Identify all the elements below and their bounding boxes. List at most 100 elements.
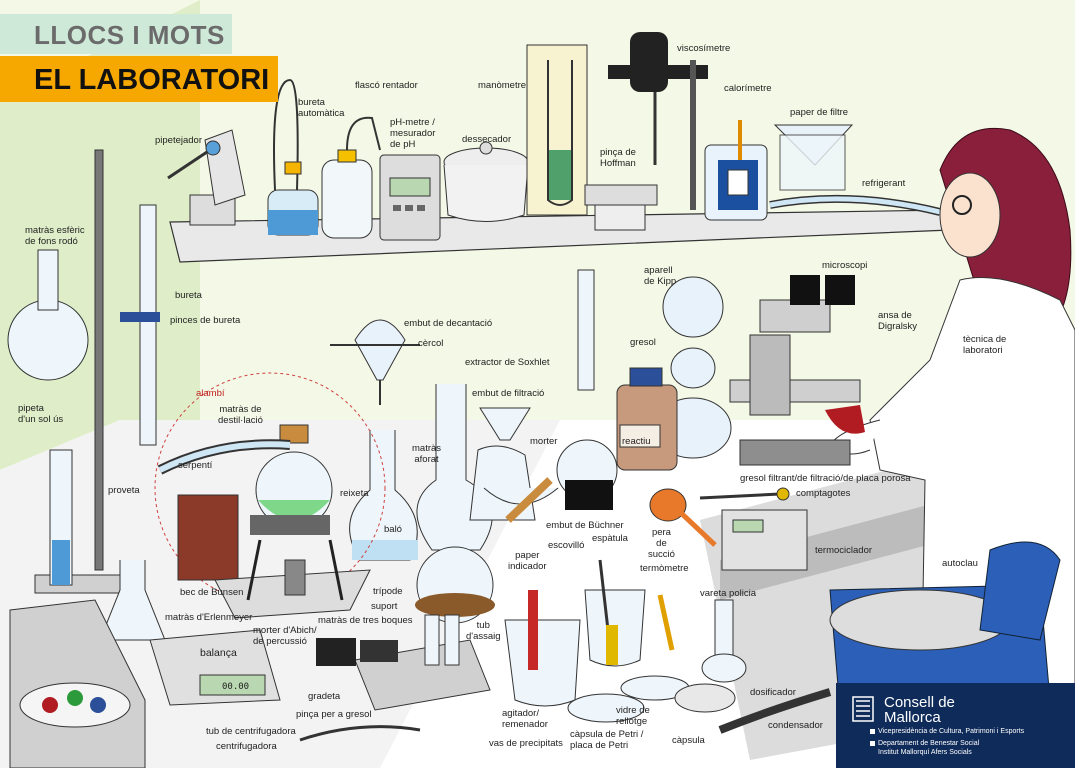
header-subtitle: LLOCS I MOTS [34, 20, 225, 50]
label-condensador: condensador [768, 720, 823, 731]
label-embut-buchner: embut de Büchner [546, 520, 624, 531]
microscopi-item [729, 275, 865, 466]
balo-item [349, 430, 418, 561]
dosificador-item [701, 599, 747, 683]
label-matras-tres-boques: matràs de tres boques [318, 615, 413, 626]
label-termociclador: termociclador [815, 545, 873, 556]
label-espatula: espàtula [592, 533, 628, 544]
label-embut-filtracio: embut de filtració [472, 388, 545, 399]
label-matras-erlenmeyer: matràs d'Erlenmeyer [165, 612, 253, 623]
refrigerant-item [769, 194, 941, 216]
label-pera-succio: pera de succió [648, 527, 675, 560]
extractor-soxhlet-item [556, 269, 618, 510]
label-paper-filtre: paper de filtre [790, 107, 849, 118]
header-subtitle-box: LLOCS I MOTS [0, 14, 232, 54]
balance-display: 00.00 [222, 682, 250, 692]
label-pipetejador: pipetejador [155, 135, 203, 146]
label-aparell-kipp: aparell de Kipp [644, 265, 677, 287]
flasco-rentador-item [321, 116, 381, 239]
label-pinca-hoffman: pinça de Hoffman [600, 147, 636, 169]
consell-logo: Consell de Mallorca Vicepresidència de C… [836, 683, 1075, 768]
calorimetre-item [704, 120, 768, 221]
logo-line1: Vicepresidència de Cultura, Patrimoni i … [878, 728, 1025, 735]
label-calorimetre: calorímetre [724, 83, 772, 94]
label-flasco-rentador: flascó rentador [355, 80, 418, 91]
label-cercol: cèrcol [418, 338, 444, 349]
manometre-item [526, 44, 588, 216]
label-tripode: trípode [373, 586, 403, 597]
dessecador-item [443, 141, 529, 222]
bureta-automatica-item [267, 78, 319, 236]
label-comptagotes: comptagotes [796, 488, 851, 499]
tripode-item [214, 539, 371, 619]
label-ph-metre: pH-metre / mesurador de pH [390, 117, 436, 150]
capsula-petri-item [567, 693, 645, 723]
condensador-item [718, 688, 832, 734]
capsula-item [674, 683, 736, 713]
label-tecnica-lab: tècnica de laboratori [963, 334, 1007, 356]
label-termometre: termòmetre [640, 563, 689, 574]
centrifugadora-item [9, 599, 146, 768]
label-capsula-petri: càpsula de Petri / placa de Petri [570, 729, 644, 751]
paper-filtre-item [773, 124, 854, 191]
label-vareta-policia: vareta policia [700, 588, 756, 599]
label-balanca: balança [200, 647, 237, 659]
label-reactiu: reactiu [622, 436, 651, 447]
ph-metre-item [379, 154, 441, 241]
logo-line3: Institut Mallorquí Afers Socials [878, 749, 972, 756]
label-morter-abich: morter d'Abich/ de percussió [253, 625, 317, 647]
crest-icon [852, 696, 874, 722]
matras-tres-boques-item [415, 546, 495, 624]
label-embut-decantacio: embut de decantació [404, 318, 493, 329]
label-bureta-automatica: bureta automàtica [298, 97, 345, 119]
termociclador-item [721, 509, 808, 571]
label-alambi: alambí [196, 388, 225, 399]
header-title-box: EL LABORATORI [0, 56, 278, 102]
label-microscopi: microscopi [822, 260, 868, 271]
label-pinca-gresol: pinça per a gresol [296, 709, 372, 720]
label-extractor-soxhlet: extractor de Soxhlet [465, 357, 550, 368]
label-tub-assaig: tub d'assaig [466, 620, 501, 642]
header-title: EL LABORATORI [34, 64, 270, 96]
label-matras-aforat: matràs aforat [412, 443, 442, 465]
logo-line2: Departament de Benestar Social [878, 740, 980, 747]
pipetejador-item [167, 129, 246, 226]
label-reixeta: reixeta [340, 488, 369, 499]
label-dessecador: dessecador [462, 134, 512, 145]
label-balo: baló [384, 524, 402, 535]
label-pinces-bureta: pinces de bureta [170, 315, 241, 326]
label-gradeta: gradeta [308, 691, 341, 702]
morter-abich-item [316, 638, 398, 666]
bullet-icon [870, 729, 875, 734]
stand-bureta-item [7, 149, 160, 594]
pinca-hoffman-item [584, 184, 658, 231]
label-agitador: agitador/ remenador [502, 708, 548, 730]
label-autoclau: autoclau [942, 558, 978, 569]
label-manometre: manòmetre [478, 80, 527, 91]
label-escovillo: escovilló [548, 540, 585, 551]
viscosimetre-item [608, 32, 708, 210]
label-bureta: bureta [175, 290, 202, 301]
label-refrigerant: refrigerant [862, 178, 906, 189]
label-bec-bunsen: bec de Bunsen [180, 587, 244, 598]
label-gresol-filtrant: gresol filtrant/de filtració/de placa po… [740, 473, 911, 484]
label-centrifugadora: centrifugadora [216, 741, 277, 752]
label-pipeta: pipeta d'un sol ús [18, 403, 64, 425]
pera-succio-item [649, 488, 717, 547]
morter-item [483, 477, 559, 523]
label-serpenti: serpentí [178, 460, 213, 471]
label-tub-centrifugadora: tub de centrifugadora [206, 726, 296, 737]
label-proveta: proveta [108, 485, 140, 496]
label-viscosimetre: viscosímetre [677, 43, 731, 54]
escovillo-item [584, 559, 646, 667]
label-vas-precipitats: vas de precipitats [489, 738, 563, 749]
label-dosificador: dosificador [750, 687, 796, 698]
balanca-item [149, 629, 281, 706]
label-matras-esferic: matràs esfèric de fons rodó [25, 225, 85, 247]
erlenmeyer-item [99, 560, 166, 641]
comptagotes-item [699, 492, 781, 500]
label-matras-destil: matràs de destil·lació [218, 404, 263, 426]
label-vidre-rellotge: vidre de rellotge [616, 705, 650, 727]
